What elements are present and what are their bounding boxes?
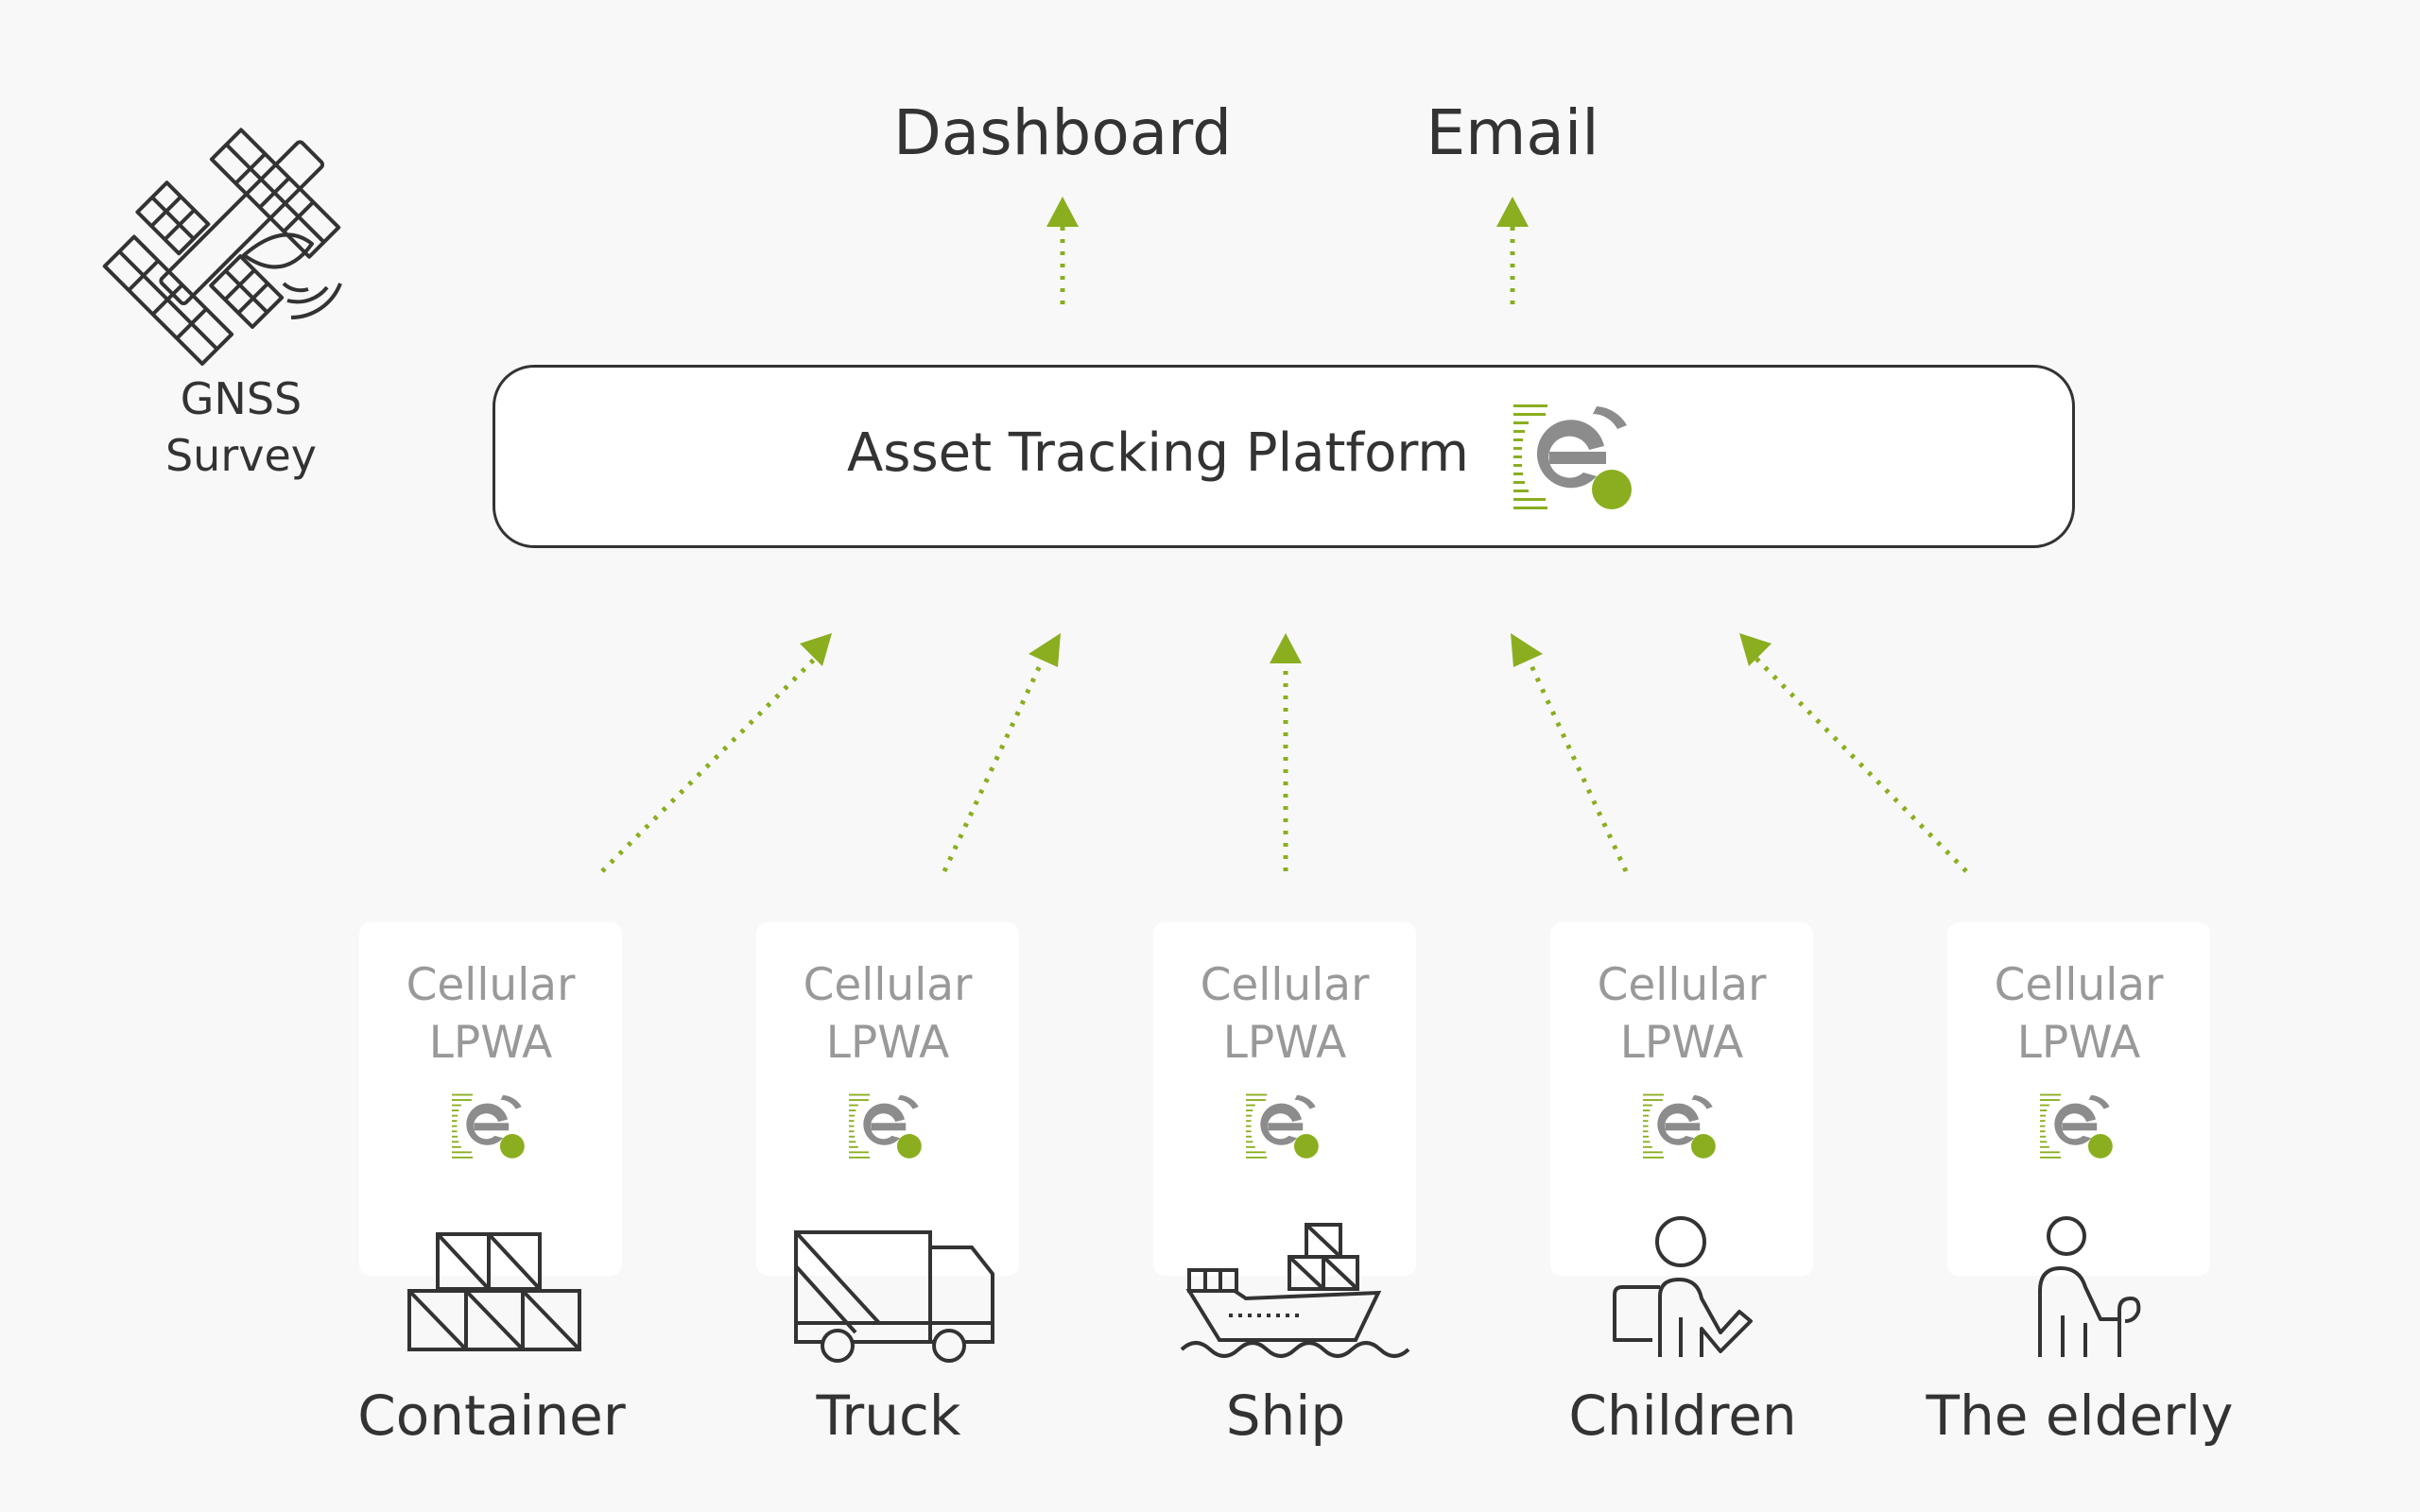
gnss-survey-label: GNSS Survey <box>99 370 383 484</box>
module-label-line1: Cellular <box>1994 959 2164 1011</box>
output-label-dashboard: Dashboard <box>892 96 1233 169</box>
gnss-label-line1: GNSS <box>180 373 302 424</box>
module-card-elderly: Cellular LPWA <box>1947 922 2210 1276</box>
module-label-line1: Cellular <box>1597 959 1767 1011</box>
module-card-children: Cellular LPWA <box>1550 922 1813 1276</box>
platform-title: Asset Tracking Platform <box>847 422 1469 484</box>
module-label-line2: LPWA <box>428 1017 553 1069</box>
arrow-truck-to-platform <box>942 633 1061 873</box>
module-card-container: Cellular LPWA <box>359 922 622 1276</box>
module-card-ship: Cellular LPWA <box>1153 922 1416 1276</box>
module-label-line2: LPWA <box>1222 1017 1347 1069</box>
module-label-line1: Cellular <box>406 959 576 1011</box>
module-logo <box>452 1089 533 1164</box>
module-label-line2: LPWA <box>1619 1017 1744 1069</box>
satellite-icon <box>102 128 342 366</box>
module-logo <box>2040 1089 2121 1164</box>
asset-tracking-platform-box <box>493 365 2075 548</box>
arrow-container-to-platform <box>600 633 832 873</box>
asset-label-ship: Ship <box>1225 1383 1346 1448</box>
module-logo <box>1246 1089 1327 1164</box>
module-label-line1: Cellular <box>803 959 973 1011</box>
module-label-line1: Cellular <box>1200 959 1370 1011</box>
module-label-line2: LPWA <box>2016 1017 2141 1069</box>
asset-label-truck: Truck <box>816 1383 961 1448</box>
gnss-label-line2: Survey <box>164 430 317 481</box>
module-card-truck: Cellular LPWA <box>756 922 1019 1276</box>
arrow-elderly-to-platform <box>1739 633 1968 873</box>
arrow-to-email <box>1496 197 1529 304</box>
output-label-email: Email <box>1426 96 1599 169</box>
arrow-to-dashboard <box>1046 197 1079 304</box>
asset-label-container: Container <box>357 1383 626 1448</box>
asset-label-children: Children <box>1568 1383 1797 1448</box>
module-label-line2: LPWA <box>825 1017 950 1069</box>
module-logo <box>849 1089 930 1164</box>
arrow-children-to-platform <box>1511 633 1629 873</box>
arrow-ship-to-platform <box>1270 633 1302 871</box>
module-logo <box>1643 1089 1724 1164</box>
asset-label-elderly: The elderly <box>1926 1383 2234 1448</box>
